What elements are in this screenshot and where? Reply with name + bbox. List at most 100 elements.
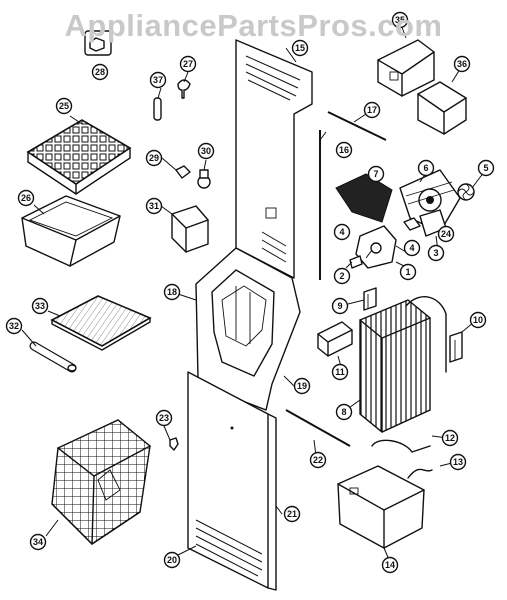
callout-19: 19 [293,377,311,395]
callout-14: 14 [381,556,399,574]
callout-9: 9 [331,297,349,315]
callout-24: 24 [437,225,455,243]
callout-30-label: 30 [201,146,211,156]
callout-31: 31 [145,197,163,215]
part-36-wire-harness [417,81,467,135]
callout-37-label: 37 [153,75,163,85]
callout-8-label: 8 [341,407,346,417]
callout-9-label: 9 [337,301,342,311]
part-25-ice-tray [26,119,132,195]
callout-8: 8 [335,403,353,421]
callout-34: 34 [29,533,47,551]
part-22-strip [285,409,351,447]
callout-36: 36 [453,55,471,73]
callout-5-label: 5 [483,163,488,173]
callout-23-label: 23 [159,413,169,423]
callout-17: 17 [363,101,381,119]
part-23-screw [169,437,179,451]
callout-33: 33 [31,297,49,315]
part-12-drain-tube [371,439,431,453]
callout-28: 28 [91,63,109,81]
callout-2: 2 [333,267,351,285]
callout-15-label: 15 [295,43,305,53]
callout-33-label: 33 [35,301,45,311]
callout-31-label: 31 [149,201,159,211]
callout-6: 6 [417,159,435,177]
callout-10-label: 10 [473,315,483,325]
part-8-evaporator [359,296,447,433]
callout-12-label: 12 [445,433,455,443]
callout-27: 27 [179,55,197,73]
callout-22-label: 22 [313,455,323,465]
part-18-air-duct [195,247,301,411]
callout-15: 15 [291,39,309,57]
part-10-bracket [449,331,463,363]
callout-4b: 4 [403,239,421,257]
callout-13: 13 [449,453,467,471]
part-27-clip [177,79,191,99]
part-32-rod [29,341,77,373]
part-5-fan-blade [457,183,475,201]
callout-21: 21 [283,505,301,523]
part-9-bracket [363,287,377,311]
callout-20-label: 20 [167,555,177,565]
callout-35: 35 [391,11,409,29]
part-28-icon [84,30,112,56]
part-35-bracket [377,39,435,97]
callout-32-label: 32 [9,321,19,331]
callout-19-label: 19 [297,381,307,391]
part-30-light-bulb [197,169,211,189]
part-37-pin [153,97,162,121]
callout-11-label: 11 [335,367,345,377]
callout-5: 5 [477,159,495,177]
callout-4a: 4 [333,223,351,241]
callout-26-label: 26 [21,193,31,203]
part-17-strip [327,111,387,141]
part-14-drain-pan [337,465,425,549]
callout-23: 23 [155,409,173,427]
part-31-light-housing [171,205,209,253]
callout-17-label: 17 [367,105,377,115]
part-2-clip [349,255,363,269]
callout-18: 18 [163,283,181,301]
callout-11: 11 [331,363,349,381]
callout-28-label: 28 [95,67,105,77]
callout-14-label: 14 [385,560,395,570]
part-7-cover [335,173,393,223]
callout-16-label: 16 [339,145,349,155]
part-29-socket [175,165,191,179]
callout-25-label: 25 [59,101,69,111]
callout-20: 20 [163,551,181,569]
part-21-panel-edge [267,413,277,591]
callout-12: 12 [441,429,459,447]
callout-25: 25 [55,97,73,115]
callout-26: 26 [17,189,35,207]
callout-7-label: 7 [373,169,378,179]
callout-34-label: 34 [33,537,43,547]
callout-24-label: 24 [441,229,451,239]
callout-6-label: 6 [423,163,428,173]
part-11-foam-block [317,321,353,357]
callout-27-label: 27 [183,59,193,69]
part-33-shelf [50,295,152,351]
callout-16: 16 [335,141,353,159]
callout-35-label: 35 [395,15,405,25]
callout-21-label: 21 [287,509,297,519]
callout-13-label: 13 [453,457,463,467]
callout-7: 7 [367,165,385,183]
part-15-rear-panel [235,39,313,279]
callout-36-label: 36 [457,59,467,69]
callout-4b-label: 4 [409,243,414,253]
callout-30: 30 [197,142,215,160]
part-3-clip [403,217,421,231]
callout-29: 29 [145,149,163,167]
part-34-wire-basket [51,419,152,545]
part-13-wire [407,468,433,479]
callout-10: 10 [469,311,487,329]
callout-32: 32 [5,317,23,335]
callout-1: 1 [399,263,417,281]
callout-4a-label: 4 [339,227,344,237]
part-6-fan-shroud [399,169,461,233]
